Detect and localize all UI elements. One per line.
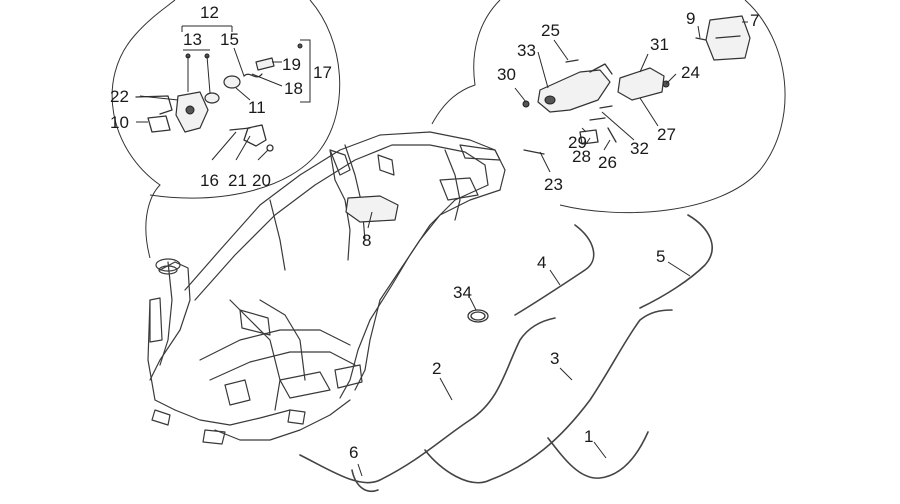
callout-2: 2 [432, 359, 441, 378]
left-detail-parts [135, 57, 275, 152]
cable-3 [424, 309, 673, 484]
cable-5 [639, 214, 713, 309]
callout-32: 32 [630, 139, 649, 158]
callout-17: 17 [313, 63, 332, 82]
callout-22: 22 [110, 87, 129, 106]
cable-4 [514, 224, 595, 316]
cable-2 [299, 317, 556, 484]
callout-31: 31 [650, 35, 669, 54]
scooter-frame [147, 131, 506, 445]
seat-lock-housing [537, 69, 611, 113]
detail-bubble-right [431, 0, 786, 214]
callout-21: 21 [228, 171, 247, 190]
seal-part [147, 115, 171, 133]
callout-25: 25 [541, 21, 560, 40]
right-detail-parts [522, 15, 751, 155]
callout-34: 34 [453, 283, 472, 302]
detail-bubble-left [111, 0, 341, 259]
callout-15: 15 [220, 30, 239, 49]
callout-3: 3 [550, 349, 559, 368]
callout-11: 11 [248, 98, 266, 117]
callout-7: 7 [750, 11, 759, 30]
callout-30: 30 [497, 65, 516, 84]
center-plate-part [345, 195, 399, 223]
callout-28: 28 [572, 147, 591, 166]
callout-4: 4 [537, 253, 546, 272]
washer-part [204, 92, 220, 104]
callout-9: 9 [686, 9, 695, 28]
callout-26: 26 [598, 153, 617, 172]
cable-1 [547, 431, 649, 479]
callout-18: 18 [284, 79, 303, 98]
hinge-plate [705, 15, 751, 61]
callout-23: 23 [544, 175, 563, 194]
callout-1: 1 [584, 427, 593, 446]
nut-part [223, 75, 241, 89]
callout-16: 16 [200, 171, 219, 190]
actuator-part [617, 67, 665, 101]
callout-labels: 12 13 15 19 17 18 22 10 11 16 21 20 25 3… [110, 3, 759, 462]
bolt-part [229, 127, 251, 131]
callout-27: 27 [657, 125, 676, 144]
callout-8: 8 [362, 231, 371, 250]
lever-part [243, 124, 267, 147]
callout-29: 29 [568, 133, 587, 152]
cables [299, 214, 713, 492]
cable-6 [351, 469, 379, 492]
clamp-ring-part [467, 309, 489, 323]
callout-24: 24 [681, 63, 700, 82]
leader-lines [136, 21, 748, 477]
callout-20: 20 [252, 171, 271, 190]
spring-part [243, 73, 263, 78]
callout-10: 10 [110, 113, 129, 132]
callout-6: 6 [349, 443, 358, 462]
callout-19: 19 [282, 55, 301, 74]
callout-13: 13 [183, 30, 202, 49]
clip-part [135, 95, 173, 115]
callout-5: 5 [656, 247, 665, 266]
callout-12: 12 [200, 3, 219, 22]
callout-33: 33 [517, 41, 536, 60]
pin-part [255, 57, 275, 71]
